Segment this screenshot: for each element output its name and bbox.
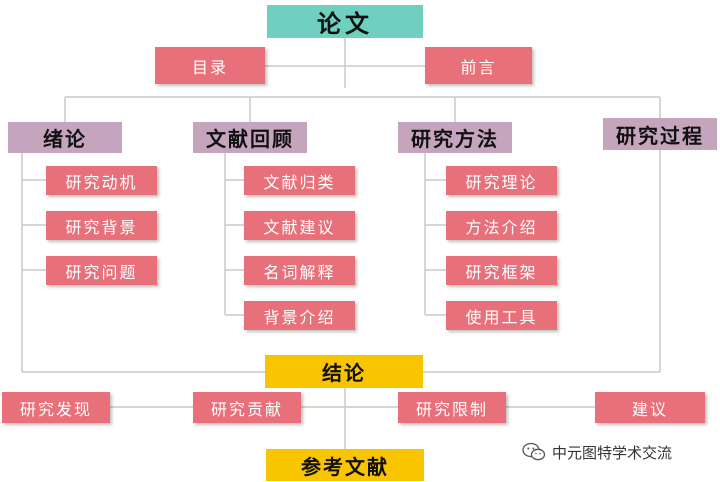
- watermark-text: 中元图特学术交流: [552, 443, 673, 462]
- section-node-process: 研究过程: [603, 118, 717, 150]
- conclusion-item-node: 研究限制: [398, 392, 506, 423]
- item-node: 背景介绍: [244, 301, 355, 330]
- item-node: 研究背景: [46, 211, 157, 240]
- item-node: 研究框架: [446, 256, 557, 285]
- conclusion-item-node: 研究发现: [2, 392, 110, 423]
- item-node: 研究动机: [46, 166, 157, 195]
- item-node: 文献归类: [244, 166, 355, 195]
- root-node: 论文: [267, 5, 423, 38]
- references-node: 参考文献: [266, 449, 424, 481]
- conclusion-item-node: 研究贡献: [193, 392, 301, 423]
- wechat-icon: [522, 442, 546, 461]
- item-node: 研究理论: [446, 166, 557, 195]
- top-node-toc: 目录: [155, 47, 265, 84]
- section-node-literature-review: 文献回顾: [193, 122, 307, 153]
- item-node: 方法介绍: [446, 211, 557, 240]
- item-node: 使用工具: [446, 301, 557, 330]
- item-node: 研究问题: [46, 256, 157, 285]
- item-node: 名词解释: [244, 256, 355, 285]
- watermark: 中元图特学术交流: [522, 441, 672, 463]
- top-node-preface: 前言: [425, 47, 532, 84]
- conclusion-item-node: 建议: [595, 392, 705, 423]
- conclusion-node: 结论: [265, 355, 423, 388]
- section-node-methodology: 研究方法: [398, 122, 512, 153]
- section-node-introduction: 绪论: [8, 122, 122, 153]
- item-node: 文献建议: [244, 211, 355, 240]
